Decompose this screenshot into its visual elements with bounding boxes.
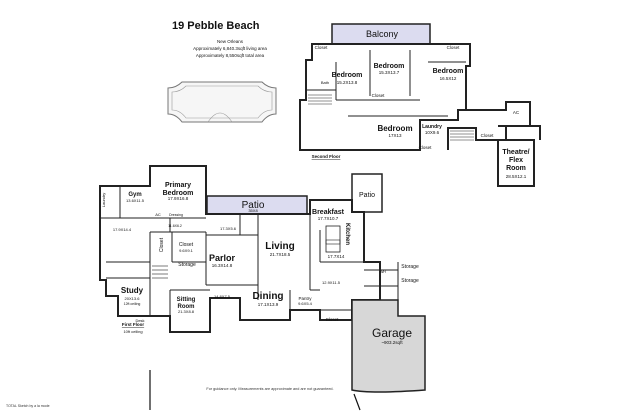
dining-label: Dining	[252, 291, 283, 302]
garage-label: Garage	[372, 326, 412, 340]
ac-label: AC	[513, 110, 520, 115]
second-floor-label: Second Floor	[312, 154, 341, 159]
wh-label: WH	[380, 270, 386, 274]
living-area: Approximately 6,840.3sqft living area	[193, 46, 267, 51]
total-area: Approximately 8,550sqft total area	[195, 53, 265, 58]
study-note: 12ft ceiling	[124, 302, 141, 306]
patio-2-label: Patio	[359, 192, 375, 199]
dining-dims: 17.1X13.9	[258, 302, 279, 307]
study-label: Study	[121, 286, 144, 295]
hall-dims: 17.9X14.4	[113, 227, 132, 232]
study-dims: 20X13.6	[125, 296, 141, 301]
theatre-dims: 28.5X12.1	[506, 174, 527, 179]
bath-label: Bath	[321, 80, 329, 85]
closet-label: Closet	[159, 237, 165, 252]
first-floor-ceiling: 10ft ceiling	[123, 329, 142, 334]
first-floor-label: First Floor	[122, 322, 144, 327]
kitchen-dims: 17.7X14	[328, 254, 345, 259]
parlor-label: Parlor	[209, 253, 236, 263]
primary-dims: 17.9X16.8	[168, 196, 189, 201]
closet-label: Closet	[372, 93, 386, 98]
bedroom-dims: 15.2X13.8	[337, 80, 358, 85]
living-dims: 21.7X18.5	[270, 252, 291, 257]
bedroom-dims: 16.5X12	[440, 76, 457, 81]
laundry-label: Laundry	[422, 124, 442, 130]
patio-label: Patio	[242, 200, 265, 211]
living-label: Living	[265, 241, 294, 252]
balcony-label: Balcony	[366, 29, 399, 39]
closet-label: Closet	[481, 133, 495, 138]
credit: TOTAL Sketch by a la mode	[6, 404, 50, 408]
first-floor	[99, 165, 426, 411]
closet-label: Closet	[326, 317, 340, 322]
bedroom-label: Bedroom	[332, 72, 363, 79]
hall-dims: 14.8X7.5	[214, 294, 231, 299]
bedroom-label: Bedroom	[374, 63, 405, 70]
hall-dims: 11.6X6.2	[168, 224, 182, 228]
closet-main-label: Closet	[179, 242, 194, 248]
hall-dims: 17.3X5.6	[220, 226, 237, 231]
desk-label: Desk	[135, 318, 144, 323]
bedroom-label: Bedroom	[433, 68, 464, 75]
breakfast-label: Breakfast	[312, 209, 345, 216]
property-city: New Orleans	[216, 39, 243, 44]
second-floor	[299, 23, 541, 187]
gym-dims: 13.6X11.5	[126, 198, 145, 203]
bedroom-label: Bedroom	[377, 124, 412, 133]
gym-label: Gym	[128, 192, 141, 198]
storage-label: Storage	[401, 264, 419, 270]
kitchen-label: Kitchen	[344, 223, 350, 245]
dressing-label: Dressing	[169, 213, 183, 217]
disclaimer: For guidance only. Measurements are appr…	[206, 387, 333, 391]
laundry-1-label: Laundry	[101, 193, 106, 207]
parlor-dims: 16.3X14.8	[212, 263, 233, 268]
breakfast-dims: 17.7X10.7	[318, 216, 339, 221]
closet-main-dims: 9.6X9.1	[179, 248, 194, 253]
storage-label: Storage	[401, 278, 419, 284]
closet-label: Closet	[419, 145, 433, 150]
laundry-dims: 10X9.6	[425, 130, 440, 135]
closet-label: Closet	[447, 45, 461, 50]
pantry-dims: 9.6X5.4	[298, 301, 313, 306]
property-address: 19 Pebble Beach	[172, 20, 260, 32]
bedroom-dims: 17X13	[388, 133, 402, 138]
storage-label: Storage	[178, 262, 196, 268]
bedroom-dims: 15.3X13.7	[379, 70, 400, 75]
pool	[167, 81, 277, 123]
garage-dims: ~903.2sqft	[381, 340, 403, 345]
sitting-dims: 21.3X8.8	[178, 309, 195, 314]
closet-label: Closet	[315, 45, 329, 50]
hall-dims: 12.9X11.5	[322, 280, 341, 285]
ac-label: AC	[155, 212, 161, 217]
pantry-label: Pantry	[298, 296, 312, 301]
patio-dims: 35X8	[248, 208, 258, 213]
